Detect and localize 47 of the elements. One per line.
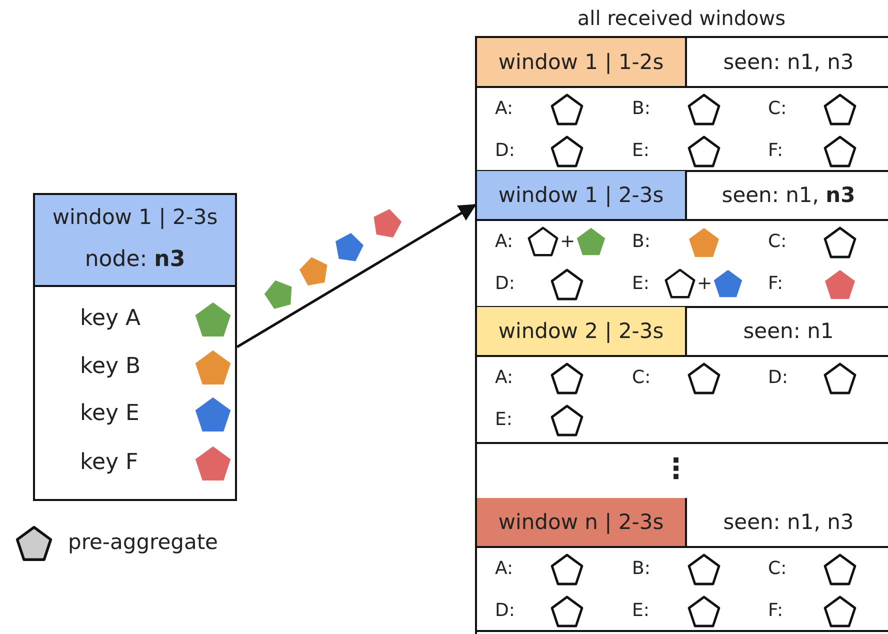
key-label: key F bbox=[80, 450, 138, 475]
key-label: C: bbox=[768, 558, 787, 579]
window-label: window 2 | 2-3s bbox=[477, 307, 687, 355]
key-label: E: bbox=[632, 600, 650, 621]
key-label: B: bbox=[632, 98, 650, 119]
key-label: D: bbox=[495, 600, 515, 621]
arrow bbox=[236, 204, 476, 348]
window-label: window n | 2-3s bbox=[477, 498, 687, 546]
key-label: C: bbox=[768, 231, 787, 252]
window-card bbox=[33, 193, 237, 501]
window-panel bbox=[475, 36, 888, 172]
window-label: window 1 | 2-3s bbox=[51, 205, 219, 229]
key-label: A: bbox=[495, 98, 514, 119]
seen-label: seen: n1, n3 bbox=[722, 509, 855, 536]
ellipsis: ⋮ bbox=[662, 452, 690, 485]
key-label: B: bbox=[632, 558, 650, 579]
window-label: window 1 | 2-3s bbox=[477, 171, 687, 219]
plus-sign: + bbox=[560, 231, 576, 252]
key-label: C: bbox=[768, 98, 787, 119]
window-panel bbox=[475, 307, 888, 444]
key-label: A: bbox=[495, 558, 514, 579]
legend-label: pre-aggregate bbox=[68, 530, 218, 554]
key-label: C: bbox=[632, 367, 651, 388]
window-panel bbox=[475, 498, 888, 632]
key-label: key A bbox=[80, 306, 141, 331]
seen-label: seen: n1 bbox=[742, 318, 835, 345]
key-label: E: bbox=[495, 409, 512, 430]
seen-label: seen: n1, n3 bbox=[720, 182, 856, 209]
key-label: F: bbox=[768, 273, 784, 294]
key-label: A: bbox=[495, 367, 514, 388]
list-title: all received windows bbox=[576, 6, 787, 30]
key-label: B: bbox=[632, 231, 650, 252]
window-panel bbox=[475, 171, 888, 308]
key-label: D: bbox=[768, 367, 788, 388]
key-label: key B bbox=[80, 354, 141, 379]
key-label: F: bbox=[768, 140, 784, 161]
key-label: key E bbox=[80, 401, 140, 426]
node-label: node: n3 bbox=[84, 247, 186, 272]
key-label: D: bbox=[495, 273, 515, 294]
key-label: D: bbox=[495, 140, 515, 161]
key-label: A: bbox=[495, 231, 514, 252]
key-label: E: bbox=[632, 273, 650, 294]
plus-sign: + bbox=[697, 273, 712, 294]
key-label: F: bbox=[768, 600, 784, 621]
window-label: window 1 | 1-2s bbox=[477, 38, 687, 86]
key-label: E: bbox=[632, 140, 650, 161]
seen-label: seen: n1, n3 bbox=[722, 49, 855, 76]
